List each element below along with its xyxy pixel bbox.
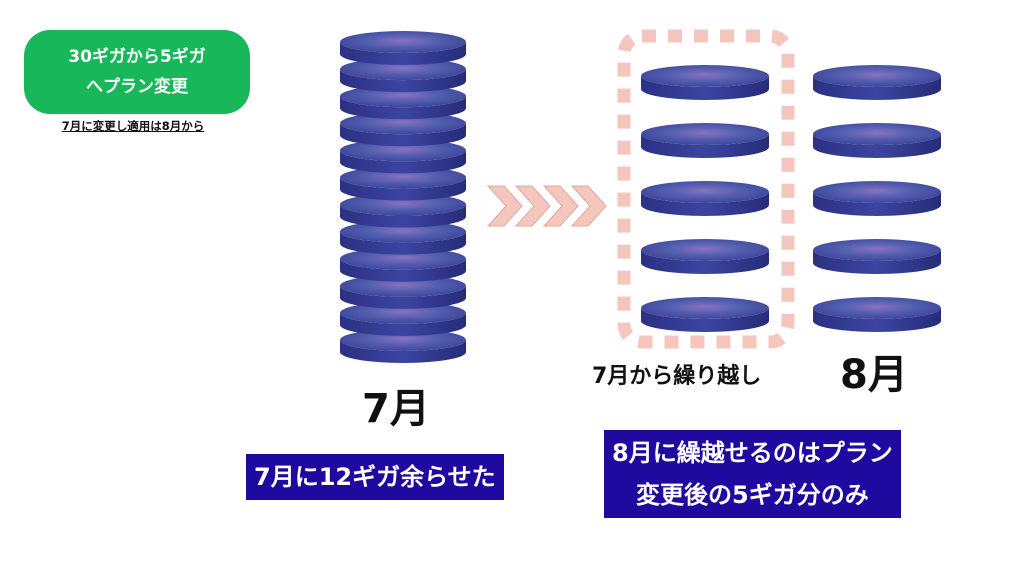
july-coin xyxy=(340,329,466,363)
july-coin xyxy=(340,301,466,336)
august-coin xyxy=(813,181,941,216)
explanation-line-2: 変更後の5ギガ分のみ xyxy=(636,481,869,509)
carryover-coin xyxy=(641,297,769,332)
carryover-coin xyxy=(641,123,769,158)
july-coin xyxy=(340,247,466,282)
july-label: 7月 xyxy=(362,386,430,432)
july-coin xyxy=(340,58,466,93)
badge-line-2: へプラン変更 xyxy=(86,77,188,97)
july-coin xyxy=(340,31,466,65)
august-coin xyxy=(813,65,941,100)
plan-change-badge: 30ギガから5ギガ へプラン変更 xyxy=(24,30,250,114)
august-coin-stack xyxy=(813,65,941,332)
july-coin xyxy=(340,220,466,255)
chevron-arrow-icon xyxy=(486,185,523,227)
carryover-label: 7月から繰り越し xyxy=(592,364,762,389)
july-caption-banner: 7月に12ギガ余らせた xyxy=(246,454,504,500)
apply-note: 7月に変更し適用は8月から xyxy=(61,119,205,133)
august-label: 8月 xyxy=(840,352,908,398)
july-coin-stack xyxy=(340,31,466,363)
carryover-coin xyxy=(641,181,769,216)
july-coin xyxy=(340,112,466,147)
carryover-dotted-frame xyxy=(617,29,795,349)
carryover-coin xyxy=(641,239,769,274)
arrow-chevrons xyxy=(486,185,607,227)
july-coin xyxy=(340,193,466,228)
august-coin xyxy=(813,123,941,158)
badge-line-1: 30ギガから5ギガ xyxy=(68,47,206,67)
august-coin xyxy=(813,297,941,332)
july-coin xyxy=(340,85,466,120)
chevron-arrow-icon xyxy=(514,185,551,227)
chevron-arrow-icon xyxy=(542,185,579,227)
august-coin xyxy=(813,239,941,274)
explanation-line-1: 8月に繰越せるのはプラン xyxy=(612,439,893,467)
july-coin xyxy=(340,274,466,309)
july-coin xyxy=(340,139,466,174)
july-caption: 7月に12ギガ余らせた xyxy=(254,463,496,491)
explanation-banner: 8月に繰越せるのはプラン 変更後の5ギガ分のみ xyxy=(604,430,901,518)
chevron-arrow-icon xyxy=(570,185,607,227)
carryover-coin xyxy=(641,65,769,100)
carryover-coin-stack xyxy=(641,65,769,332)
july-coin xyxy=(340,166,466,201)
